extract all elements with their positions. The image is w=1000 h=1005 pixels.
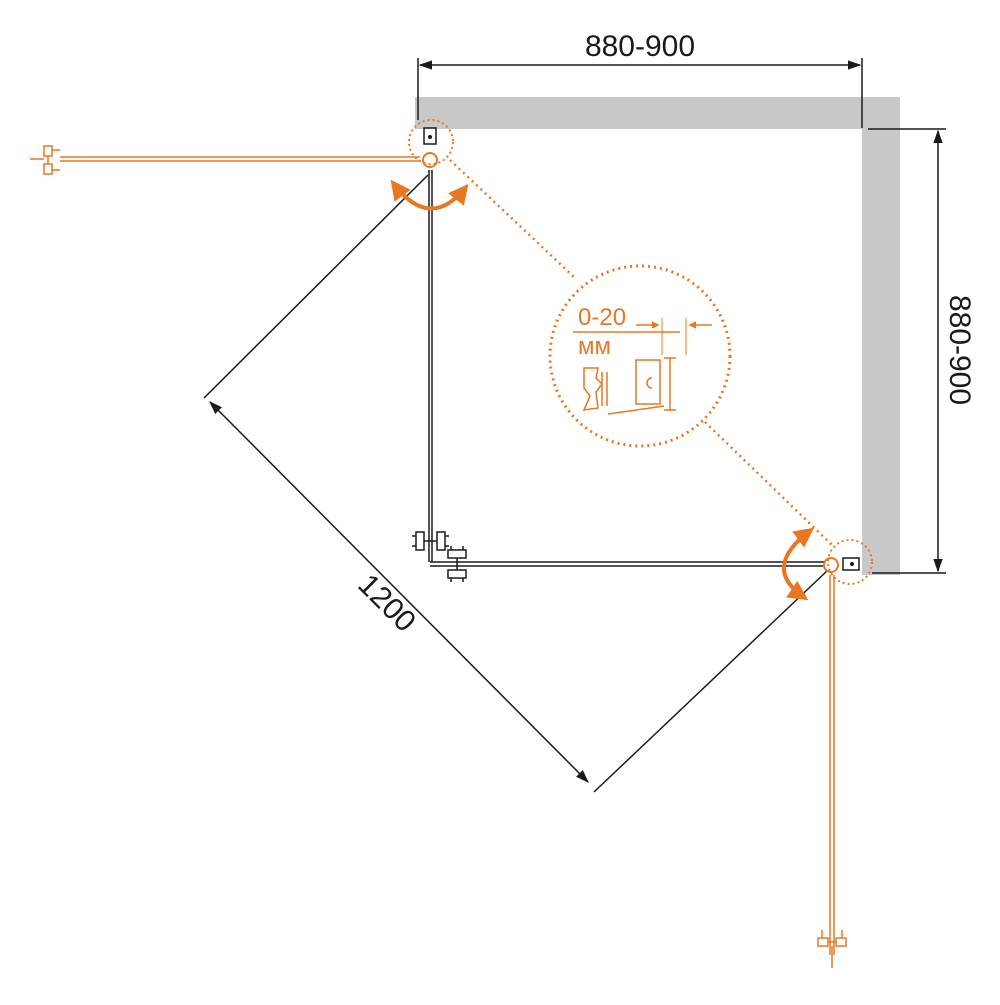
detail-leader-bottom bbox=[704, 421, 834, 547]
dimension-right-depth-label: 880-900 bbox=[943, 295, 976, 405]
swing-arrow-bottom-icon bbox=[781, 527, 815, 601]
detail-unit-label: мм bbox=[578, 333, 611, 360]
dimension-diagonal-label: 1200 bbox=[351, 568, 422, 639]
door-handle-icon bbox=[817, 930, 847, 968]
wall-right bbox=[862, 97, 900, 575]
door-handle-icon bbox=[30, 145, 60, 175]
wall-top bbox=[415, 97, 900, 129]
hinge-top-icon bbox=[408, 119, 454, 168]
corner-handle-icon bbox=[412, 531, 449, 551]
dimension-diagonal: 1200 bbox=[203, 174, 829, 793]
door-left-open bbox=[60, 156, 420, 162]
dimension-top-width-label: 880-900 bbox=[585, 30, 695, 63]
profile-section-icon bbox=[582, 357, 676, 415]
dimension-right-depth: 880-900 bbox=[868, 128, 976, 574]
dimension-top-width: 880-900 bbox=[417, 30, 863, 128]
hinge-bottom-icon bbox=[823, 539, 873, 585]
fixed-panel-left bbox=[428, 170, 433, 562]
fixed-panel-bottom bbox=[430, 561, 828, 567]
door-bottom-open bbox=[829, 575, 835, 955]
corner-handle-icon bbox=[447, 546, 467, 582]
adjustment-detail: 0-20 мм bbox=[548, 264, 732, 448]
detail-leader-top bbox=[449, 159, 576, 279]
detail-range-label: 0-20 bbox=[578, 304, 626, 331]
swing-arrow-top-icon bbox=[390, 179, 469, 211]
